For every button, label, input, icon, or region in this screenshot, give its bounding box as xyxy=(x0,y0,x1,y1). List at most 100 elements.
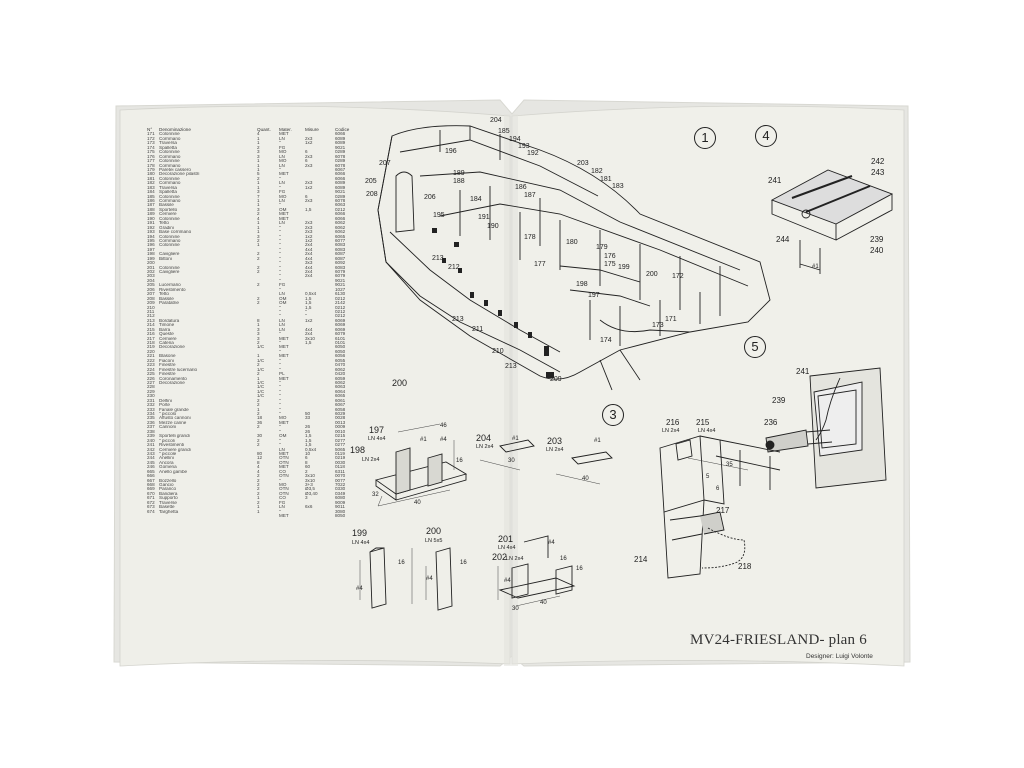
part-number: 202 xyxy=(147,270,155,275)
part-material: LN xyxy=(279,163,285,168)
callout-176: 176 xyxy=(604,253,616,260)
part-number: 222 xyxy=(147,358,155,363)
hatch-hinge-drawing xyxy=(770,169,894,274)
part-code: 6062 xyxy=(335,367,346,372)
part-code: 6078 xyxy=(335,154,346,159)
part-material: " xyxy=(279,185,281,190)
part-number: 210 xyxy=(147,305,155,310)
callout-214: 214 xyxy=(634,555,648,564)
part-number: 199 xyxy=(147,256,155,261)
part-material: LN xyxy=(279,318,285,323)
dim-hatch: #1 xyxy=(812,264,819,270)
part-code: 6078 xyxy=(335,163,346,168)
part-number: 674 xyxy=(147,509,155,514)
part-quantity: 2 xyxy=(257,487,260,492)
part-number: 203 xyxy=(147,274,155,279)
part-quantity: 5 xyxy=(257,172,260,177)
part-material: FG xyxy=(279,500,286,505)
callout-197-part: 197 xyxy=(369,425,385,435)
part-quantity: 18 xyxy=(257,416,263,421)
part-number: 177 xyxy=(147,159,155,164)
callout-216: 216 xyxy=(666,418,680,427)
part-description: Corrimano xyxy=(159,238,181,243)
part-dimensions: 1,5 xyxy=(305,443,312,448)
part-description: Delfini xyxy=(159,398,172,403)
part-code: 9021 xyxy=(335,190,346,195)
part-code: 0420 xyxy=(335,372,346,377)
callout-242: 242 xyxy=(871,157,885,166)
callout-208: 208 xyxy=(366,191,378,198)
part-description: Paretei cassero xyxy=(159,167,191,172)
dim-202-4: #4 xyxy=(504,578,511,584)
part-material: FG xyxy=(279,190,286,195)
callout-213c: 213 xyxy=(505,363,517,370)
part-number: 198 xyxy=(147,252,155,257)
part-number: 184 xyxy=(147,190,155,195)
callout-185: 185 xyxy=(498,128,510,135)
part-description: Fiaconi xyxy=(159,358,174,363)
callout-204: 204 xyxy=(490,117,502,124)
part-description: Cannoni xyxy=(159,425,177,430)
dim-201-16b: 16 xyxy=(576,566,583,572)
dim-201-16: 16 xyxy=(560,556,567,562)
part-number: 240 xyxy=(147,438,155,443)
callout-240: 240 xyxy=(870,246,884,255)
part-dimensions: 50 xyxy=(305,412,311,417)
part-dimensions: 2x4 xyxy=(305,252,313,257)
part-material: " xyxy=(279,261,281,266)
part-number: 670 xyxy=(147,491,155,496)
part-description: Tetto xyxy=(159,292,169,297)
dim-197-1: #1 xyxy=(420,437,427,443)
part-code: 0212 xyxy=(335,309,346,314)
part-code: 6066 xyxy=(335,172,346,177)
callout-193: 193 xyxy=(518,143,530,150)
part-quantity: 1 xyxy=(257,225,260,230)
dim-40c: 40 xyxy=(540,600,547,606)
part-dimensions: 2x3 xyxy=(305,163,313,168)
part-quantity: 1 xyxy=(257,199,260,204)
part-quantity: 1/C xyxy=(257,367,265,372)
part-dimensions: 10 xyxy=(305,451,311,456)
part-number: 246 xyxy=(147,465,155,470)
plan-title: MV24-FRIESLAND- plan 6 xyxy=(690,632,867,648)
part-quantity: 2 xyxy=(257,500,260,505)
callout-203: 203 xyxy=(577,160,589,167)
part-material: " xyxy=(279,270,281,275)
part-quantity: 1/C xyxy=(257,394,265,399)
part-description: Paratatrie xyxy=(159,301,179,306)
part-quantity: 1 xyxy=(257,203,260,208)
part-description: Corrimano xyxy=(159,199,181,204)
callout-183: 183 xyxy=(612,183,624,190)
callout-236: 236 xyxy=(764,418,778,427)
part-dimensions: 1,5 xyxy=(305,438,312,443)
part-material: " xyxy=(279,176,281,181)
part-dimensions: 3+3 xyxy=(305,483,313,488)
part-dimensions: " xyxy=(305,314,307,319)
part-number: 235 xyxy=(147,416,155,421)
part-dimensions: 6 xyxy=(305,456,308,461)
part-quantity: 2 xyxy=(257,341,260,346)
callout-195: 195 xyxy=(433,212,445,219)
callout-217: 217 xyxy=(716,506,730,515)
part-description: Bassile xyxy=(159,296,174,301)
part-number: 244 xyxy=(147,456,155,461)
part-dimensions: 26 xyxy=(305,425,311,430)
part-description: Supporto xyxy=(159,496,178,501)
part-code: 6056 xyxy=(335,354,346,359)
part-material: MET xyxy=(279,172,289,177)
part-quantity: 2 xyxy=(257,372,260,377)
part-dimensions: 2x3 xyxy=(305,136,313,141)
part-code: 6062 xyxy=(335,225,346,230)
part-code: 0330 xyxy=(335,487,346,492)
